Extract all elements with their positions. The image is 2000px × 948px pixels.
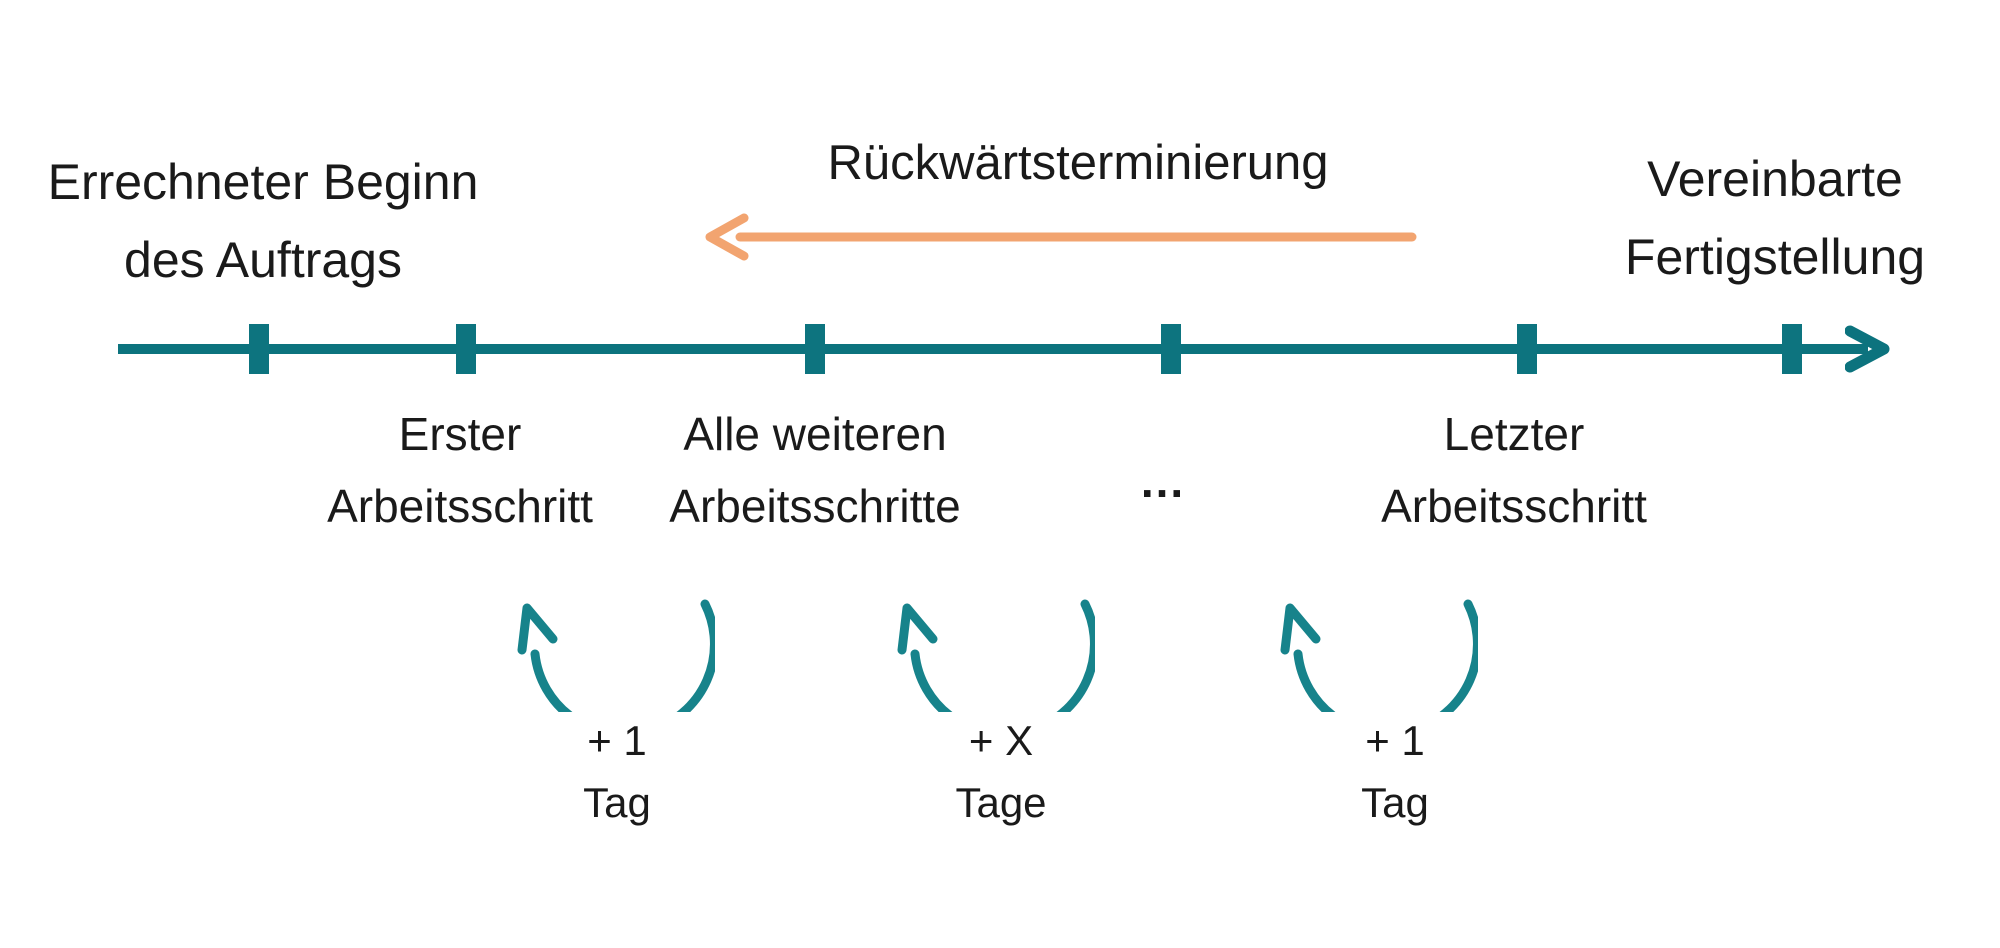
- step-last-label: Letzter Arbeitsschritt: [1381, 398, 1647, 542]
- timeline-tick: [805, 324, 825, 374]
- agreed-completion-label: Vereinbarte Fertigstellung: [1625, 140, 1925, 296]
- loop-duration-2-unit: Tage: [955, 779, 1047, 826]
- loop-duration-3-unit: Tag: [1361, 779, 1429, 826]
- calculated-start-label: Errechneter Beginn des Auftrags: [48, 143, 479, 299]
- calculated-start-line1: Errechneter Beginn: [47, 154, 479, 210]
- backward-arrow-icon: [705, 213, 1417, 261]
- agreed-completion-line2: Fertigstellung: [1624, 229, 1926, 285]
- loop-duration-1-value: + 1: [587, 717, 647, 764]
- timeline-tick: [1517, 324, 1537, 374]
- step-first-line1: Erster: [398, 408, 522, 460]
- step-last-line1: Letzter: [1443, 408, 1585, 460]
- loop-duration-1-unit: Tag: [583, 779, 651, 826]
- step-first-line2: Arbeitsschritt: [327, 480, 593, 532]
- timeline-tick: [249, 324, 269, 374]
- loop-arrow-icon: [897, 599, 1095, 712]
- calculated-start-line2: des Auftrags: [124, 232, 402, 288]
- timeline-tick: [1161, 324, 1181, 374]
- timeline-tick: [1782, 324, 1802, 374]
- agreed-completion-line1: Vereinbarte: [1647, 151, 1903, 207]
- step-further-line1: Alle weiteren: [683, 408, 947, 460]
- loop-arrow-icon: [1280, 599, 1478, 712]
- timeline-axis: [118, 344, 1868, 354]
- loop-duration-3: + 1 Tag: [1361, 710, 1429, 834]
- step-further-line2: Arbeitsschritte: [669, 480, 961, 532]
- step-further-label: Alle weiteren Arbeitsschritte: [669, 398, 960, 542]
- step-last-line2: Arbeitsschritt: [1381, 480, 1647, 532]
- loop-duration-2-value: + X: [968, 717, 1034, 764]
- timeline: [0, 320, 2000, 380]
- step-ellipsis: ...: [1140, 455, 1186, 507]
- backward-scheduling-label: Rückwärtsterminierung: [827, 136, 1329, 190]
- loop-duration-1: + 1 Tag: [583, 710, 651, 834]
- loop-duration-2: + X Tage: [955, 710, 1046, 834]
- loop-duration-3-value: + 1: [1365, 717, 1425, 764]
- step-first-label: Erster Arbeitsschritt: [327, 398, 593, 542]
- timeline-tick: [456, 324, 476, 374]
- timeline-arrowhead-icon: [1845, 325, 1890, 373]
- loop-arrow-icon: [517, 599, 715, 712]
